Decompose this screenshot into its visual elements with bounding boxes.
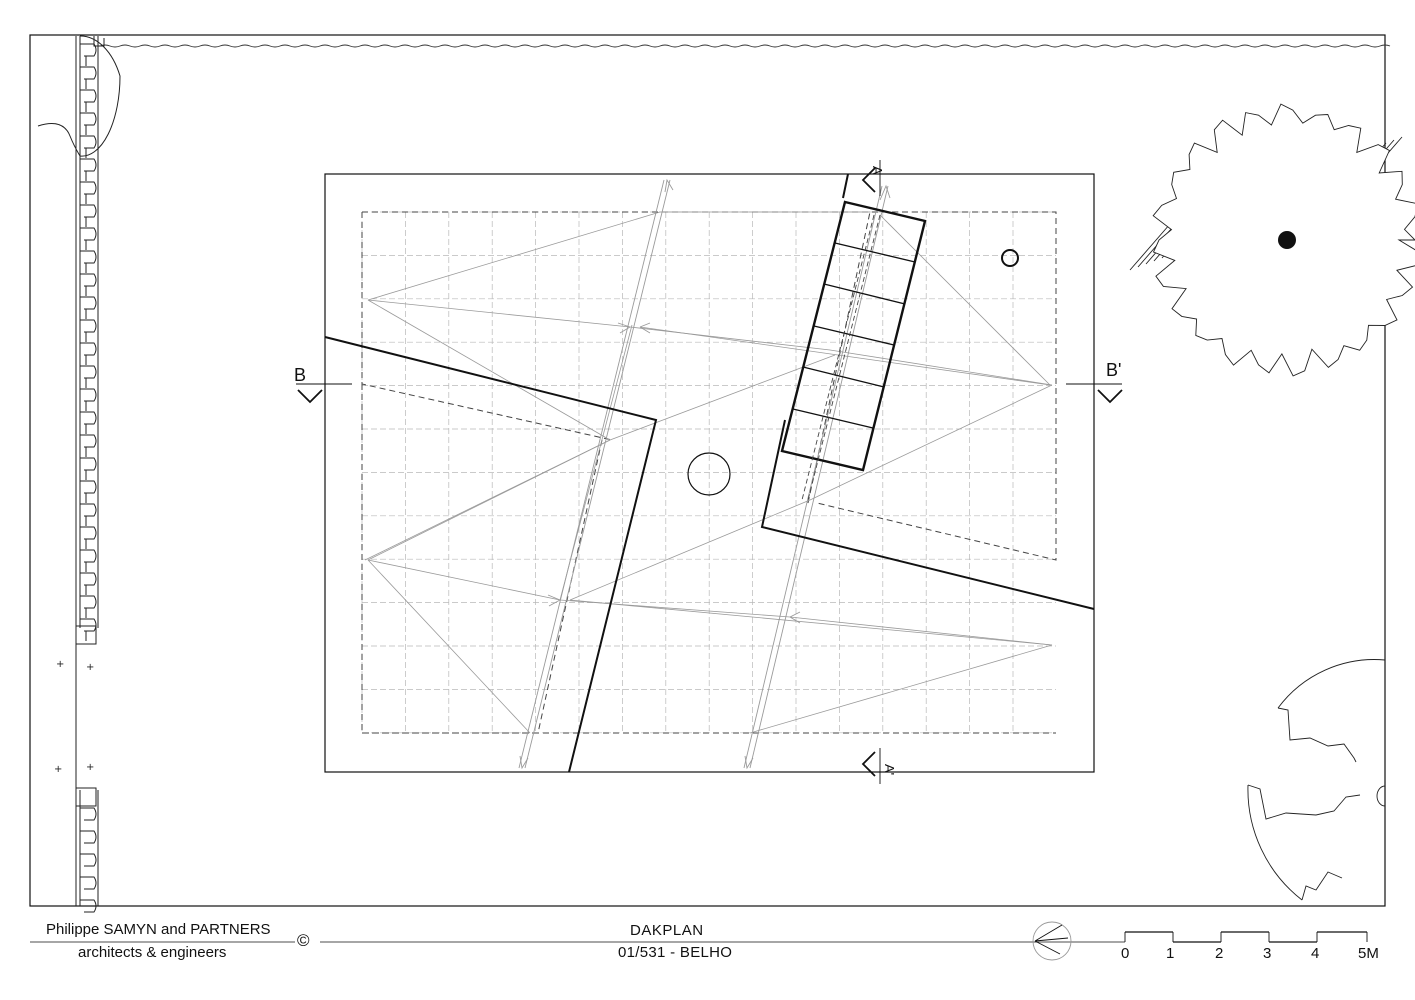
- skylight-rungs: [792, 242, 916, 429]
- scale-tick-1: 1: [1166, 945, 1175, 962]
- building-outline: [324, 173, 1095, 773]
- svg-text:+: +: [54, 764, 62, 775]
- project-number: 01/531 - BELHO: [618, 944, 733, 961]
- roof-dashed-outlines: [361, 211, 1057, 734]
- section-mark-b: [296, 383, 352, 404]
- skylight-center-dashed: [801, 214, 881, 501]
- section-label-b: B: [294, 365, 307, 385]
- roof-grid: [361, 211, 1056, 734]
- north-arrow-icon: [1032, 921, 1072, 961]
- roof-opening-large: [687, 452, 731, 496]
- firm-subtitle: architects & engineers: [78, 944, 227, 961]
- section-label-b-prime: B': [1106, 360, 1122, 380]
- scale-tick-0: 0: [1121, 945, 1130, 962]
- copyright-symbol: ©: [297, 931, 310, 950]
- tree-canopy: [1129, 103, 1415, 377]
- scale-tick-4: 4: [1311, 945, 1320, 962]
- section-label-a: A: [870, 166, 885, 175]
- scale-tick-2: 2: [1215, 945, 1224, 962]
- sheet-title: DAKPLAN: [630, 922, 704, 939]
- svg-text:+: +: [86, 762, 94, 773]
- roof-triangulation: [364, 211, 1053, 734]
- section-mark-a: [861, 160, 881, 196]
- roof-structure-lines: [324, 173, 1095, 773]
- drawing-frame: [29, 34, 1386, 907]
- scale-tick-5m: 5M: [1358, 945, 1379, 962]
- svg-text:+: +: [86, 662, 94, 673]
- section-label-a-prime: A': [882, 764, 897, 776]
- slope-arrows: [518, 178, 891, 770]
- svg-text:+: +: [56, 659, 64, 670]
- scale-bar: [1124, 931, 1368, 943]
- bottom-right-shrubs: [1247, 659, 1386, 901]
- tree-trunk: [1278, 231, 1296, 249]
- roof-skylight-stair: [780, 200, 927, 472]
- firm-name: Philippe SAMYN and PARTNERS: [46, 921, 271, 938]
- scale-tick-3: 3: [1263, 945, 1272, 962]
- section-mark-a-prime: [861, 748, 881, 784]
- section-mark-b-prime: [1066, 383, 1123, 404]
- roof-drain: [1001, 249, 1019, 267]
- plant-markers: + + + +: [54, 659, 94, 775]
- top-boundary-line: [99, 44, 1391, 48]
- left-hedge: [37, 35, 121, 913]
